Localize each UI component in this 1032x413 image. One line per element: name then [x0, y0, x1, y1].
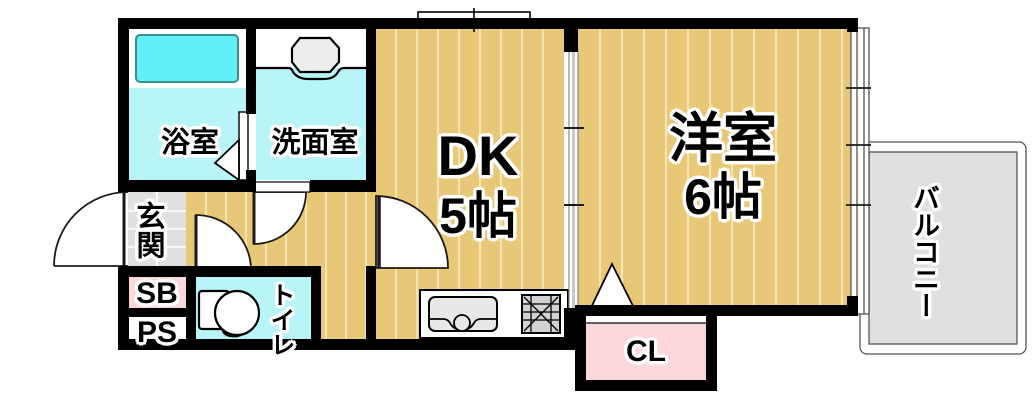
wall-bath-bottom [118, 180, 246, 192]
wall-closet-right [706, 314, 717, 391]
wall-room1-bottom [575, 305, 858, 316]
wall-top-right [374, 18, 858, 29]
entrance-swing-door[interactable] [53, 191, 129, 267]
wall-bottom-left [118, 339, 584, 350]
wall-bottom-closet [575, 380, 717, 391]
entrance-door-arc [53, 191, 129, 267]
walls-group [118, 18, 858, 391]
entrance-tile-lines [128, 192, 186, 266]
wall-washroom-bottom [310, 180, 376, 192]
wall-toilet-right [311, 270, 321, 350]
kitchen-counter-group [419, 289, 569, 339]
toilet-seat [213, 289, 261, 337]
dk-swing-door[interactable] [375, 195, 449, 269]
bath-door-frame [238, 111, 249, 181]
wall-toilet-top [186, 266, 321, 277]
wall-sbps-right [186, 266, 196, 350]
wall-washroom-right [366, 28, 376, 192]
wall-bath-washroom-lower [246, 170, 256, 192]
gas-stove-grates [522, 295, 560, 333]
wash-basin-fixture [290, 36, 341, 74]
wall-bath-washroom [246, 18, 256, 114]
toilet-bowl-group [197, 289, 261, 338]
wall-sb-ps [118, 308, 186, 317]
wall-hall-dk [366, 266, 376, 350]
wall-left-outer [118, 18, 129, 192]
dk-door-arc [375, 195, 449, 269]
doors-group [53, 8, 871, 324]
room1-floor [578, 28, 858, 314]
wall-closet-left [575, 314, 586, 391]
wall-right-room1-top [847, 18, 858, 32]
bath-door-triangle [213, 137, 240, 182]
floor-plank-lines [204, 28, 844, 350]
balcony-floor [868, 151, 1018, 345]
wash-basin-counter-edge [256, 66, 372, 81]
closet-floor [585, 322, 707, 390]
floor-fills [128, 28, 1027, 390]
bathtub-fixture [135, 34, 239, 83]
wall-dk-right-lower [564, 308, 575, 350]
wall-right-room1-lower [847, 296, 858, 316]
washroom-door-threshold [253, 181, 311, 193]
washroom-swing-door[interactable] [252, 181, 311, 245]
shoebox-floor [128, 277, 186, 311]
balcony-sliding-glass-door[interactable] [846, 27, 871, 315]
kitchen-sink-drain [453, 314, 471, 332]
wall-dk-room1-top [564, 18, 578, 52]
balcony-door-frame [850, 27, 870, 315]
